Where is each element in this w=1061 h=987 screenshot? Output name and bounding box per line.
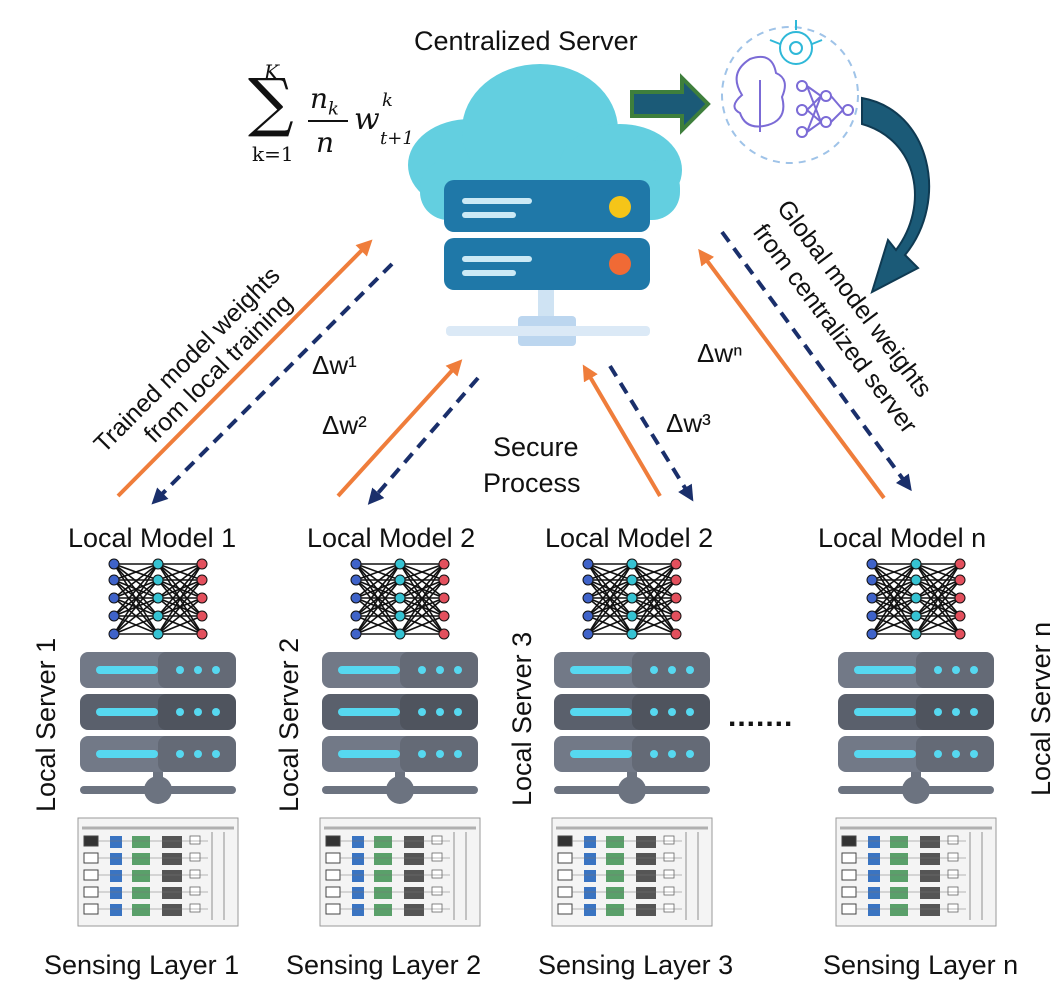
local-server-icon [554,652,710,804]
sensing-layer-1-label: Sensing Layer 1 [44,950,240,980]
sensing-layer-3-label: Sensing Layer 3 [538,950,734,980]
download-arrow-2 [367,376,480,505]
upload-arrow-n [698,248,886,500]
formula-numerator: nk [310,82,339,120]
upload-arrow-1 [116,239,373,498]
ellipsis-dots: ....... [728,700,794,733]
local-server-3-label: Local Server 3 [507,631,537,806]
forward-arrow-icon [630,73,711,135]
sensing-board-icon [551,817,713,927]
local-server-1-label: Local Server 1 [31,637,61,812]
neural-network-icon [866,558,966,640]
sensing-layer-2-label: Sensing Layer 2 [286,950,482,980]
upload-arrow-3 [582,364,662,498]
delta-w-n: Δwⁿ [697,338,743,368]
local-model-n-label: Local Model n [818,523,987,553]
download-arrow-1 [151,262,394,505]
local-model-1-label: Local Model 1 [68,523,237,553]
local-server-icon [322,652,478,804]
aggregation-formula: ∑ K k=1 nk n w k t+1 [240,60,414,170]
formula-denominator: n [316,126,335,159]
download-arrow-3 [608,364,694,502]
local-model-3-label: Local Model 2 [545,523,714,553]
download-arrow-n [720,230,912,492]
sensing-board-icon [835,817,997,927]
local-server-icon [838,652,994,804]
sensing-layer-n-label: Sensing Layer n [823,950,1019,980]
formula-term: w [354,102,380,137]
local-columns [77,558,997,927]
sensing-board-icon [77,817,239,927]
delta-w-2: Δw² [322,410,367,440]
fraction-bar [308,120,348,122]
neural-network-icon [350,558,450,640]
arrow-group [116,230,912,505]
local-model-2-label: Local Model 2 [307,523,476,553]
delta-w-3: Δw³ [666,408,711,438]
secure-process-line-1: Secure [493,432,579,462]
sum-lower: k=1 [252,142,294,166]
sum-symbol: ∑ [248,66,294,140]
secure-process-line-2: Process [483,468,581,498]
upload-arrow-2 [336,359,463,498]
sensing-board-icon [319,817,481,927]
ai-brain-icon [721,20,859,164]
local-server-icon [80,652,236,804]
central-server-title: Centralized Server [414,26,638,56]
sum-upper: K [264,60,279,84]
formula-term-sub: t+1 [380,128,414,149]
curved-arrow-icon [861,96,931,294]
delta-w-1: Δw¹ [312,350,357,380]
local-server-n-label: Local Server n [1026,621,1056,796]
local-server-2-label: Local Server 2 [274,637,304,812]
neural-network-icon [108,558,208,640]
central-server-icon [408,64,682,346]
formula-term-sup: k [382,90,393,111]
neural-network-icon [582,558,682,640]
